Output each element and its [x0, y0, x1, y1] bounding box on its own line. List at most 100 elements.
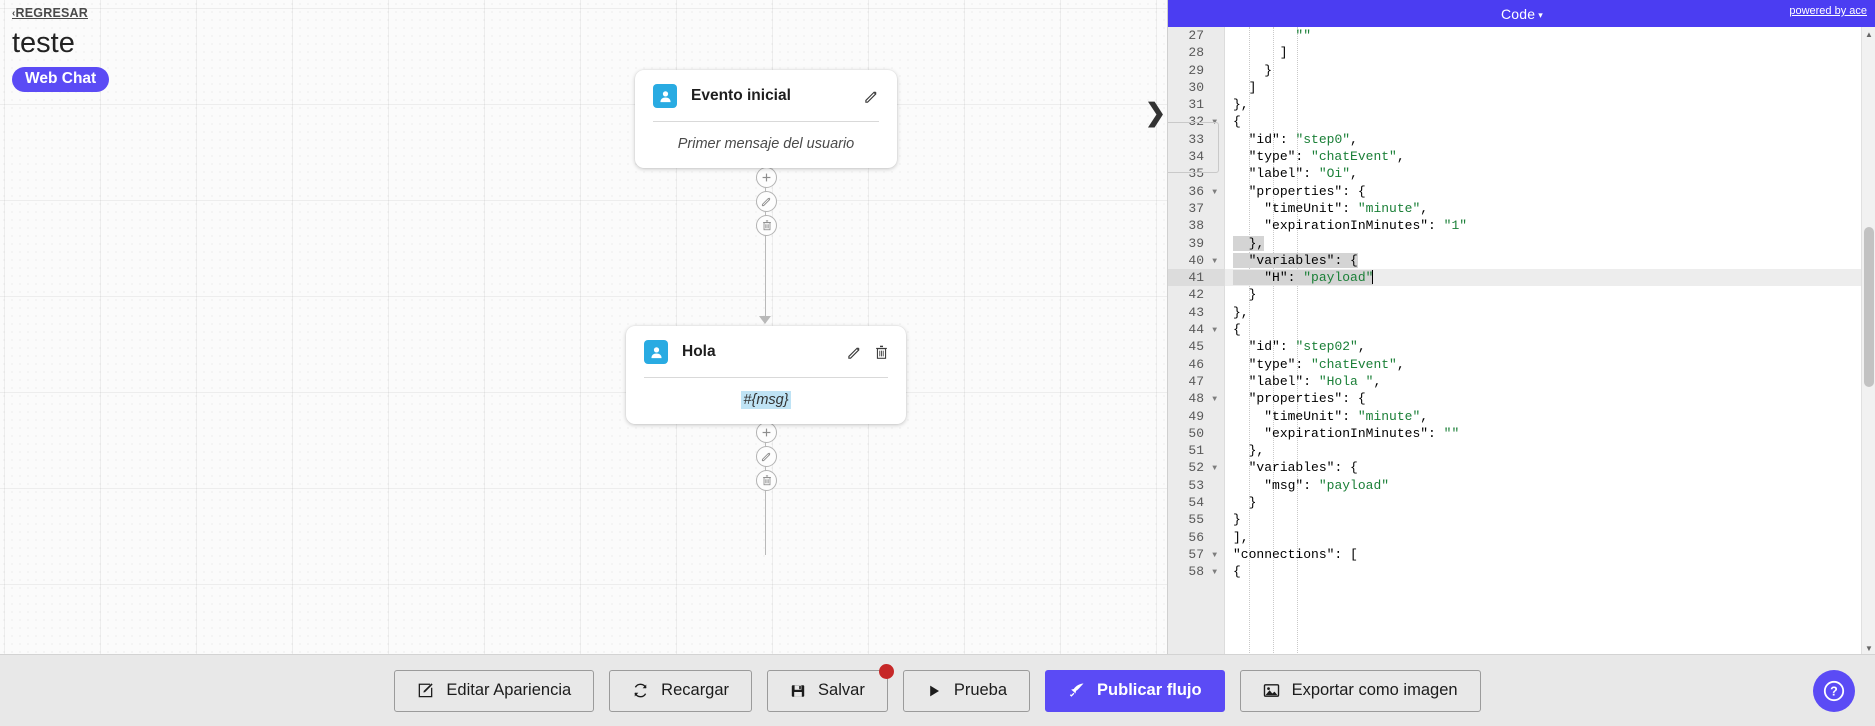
- delete-connector-button-2[interactable]: [756, 470, 777, 491]
- code-line[interactable]: "type": "chatEvent",: [1248, 149, 1405, 165]
- gutter-line-number[interactable]: 36▼: [1168, 183, 1224, 200]
- gutter-line-number[interactable]: 38: [1188, 218, 1204, 234]
- gutter-line-number[interactable]: 32▼: [1168, 113, 1224, 130]
- code-panel-title-dropdown[interactable]: Code▾: [1501, 6, 1543, 22]
- code-line[interactable]: "expirationInMinutes": "1": [1264, 218, 1468, 234]
- gutter-line-number[interactable]: 58▼: [1168, 563, 1224, 580]
- code-line[interactable]: "timeUnit": "minute",: [1264, 200, 1429, 216]
- edit-node-button[interactable]: [864, 89, 879, 104]
- editar-apariencia-button[interactable]: Editar Apariencia: [394, 669, 595, 712]
- fold-caret-icon[interactable]: ▼: [1212, 256, 1217, 266]
- gutter-line-number[interactable]: 56: [1188, 529, 1204, 545]
- prueba-button[interactable]: Prueba: [902, 669, 1031, 712]
- gutter-line-number[interactable]: 37: [1188, 200, 1204, 216]
- flow-node-hola[interactable]: Hola: [626, 326, 906, 424]
- code-line[interactable]: "expirationInMinutes": "": [1264, 425, 1460, 441]
- code-line[interactable]: {: [1233, 114, 1241, 130]
- gutter-line-number[interactable]: 43: [1188, 304, 1204, 320]
- gutter-line-number[interactable]: 41: [1168, 269, 1224, 287]
- gutter-line-number[interactable]: 47: [1188, 373, 1204, 389]
- code-line[interactable]: "id": "step02",: [1248, 339, 1366, 355]
- fold-caret-icon[interactable]: ▼: [1212, 187, 1217, 197]
- code-line[interactable]: "msg": "payload": [1264, 477, 1390, 493]
- editor-scrollbar[interactable]: ▲ ▼: [1861, 27, 1875, 655]
- gutter-line-number[interactable]: 40▼: [1168, 252, 1224, 269]
- gutter-line-number[interactable]: 39: [1188, 235, 1204, 251]
- code-line[interactable]: "type": "chatEvent",: [1248, 356, 1405, 372]
- help-button[interactable]: ?: [1813, 670, 1855, 712]
- code-line[interactable]: {: [1233, 322, 1241, 338]
- code-line[interactable]: "properties": {: [1248, 391, 1366, 407]
- gutter-line-number[interactable]: 57▼: [1168, 546, 1224, 563]
- gutter-line-number[interactable]: 46: [1188, 356, 1204, 372]
- code-line[interactable]: "id": "step0",: [1248, 131, 1358, 147]
- gutter-line-number[interactable]: 53: [1188, 477, 1204, 493]
- code-line[interactable]: "label": "Oi",: [1248, 166, 1358, 182]
- back-link[interactable]: ‹REGRESAR: [12, 6, 88, 20]
- gutter-line-number[interactable]: 50: [1188, 425, 1204, 441]
- connector-actions-2[interactable]: [756, 422, 777, 491]
- gutter-line-number[interactable]: 55: [1188, 512, 1204, 528]
- scroll-up-arrow-icon[interactable]: ▲: [1862, 27, 1875, 41]
- gutter-line-number[interactable]: 42: [1188, 287, 1204, 303]
- scrollbar-thumb[interactable]: [1864, 227, 1874, 387]
- fold-caret-icon[interactable]: ▼: [1212, 326, 1217, 336]
- salvar-button[interactable]: Salvar: [767, 663, 894, 712]
- code-line[interactable]: }: [1233, 495, 1257, 511]
- fold-toggle-arrow-icon[interactable]: ❯: [1145, 99, 1166, 127]
- exportar-como-imagen-button[interactable]: Exportar como imagen: [1239, 669, 1481, 712]
- gutter-line-number[interactable]: 29: [1188, 62, 1204, 78]
- gutter-line-number[interactable]: 31: [1188, 97, 1204, 113]
- editor-code-area[interactable]: "" ] } ]},{ "id": "step0", "type": "chat…: [1225, 27, 1862, 655]
- gutter-line-number[interactable]: 45: [1188, 339, 1204, 355]
- edit-connector-button-1[interactable]: [756, 191, 777, 212]
- edit-node-button[interactable]: [847, 345, 862, 360]
- code-line[interactable]: ]: [1233, 79, 1257, 95]
- delete-connector-button-1[interactable]: [756, 215, 777, 236]
- gutter-line-number[interactable]: 54: [1188, 495, 1204, 511]
- fold-caret-icon[interactable]: ▼: [1212, 550, 1217, 560]
- code-line[interactable]: "H": "payload": [1225, 269, 1862, 287]
- publicar-flujo-button[interactable]: Publicar flujo: [1045, 669, 1225, 712]
- code-line[interactable]: }: [1233, 62, 1273, 78]
- code-line[interactable]: "": [1295, 28, 1312, 43]
- gutter-line-number[interactable]: 30: [1188, 79, 1204, 95]
- gutter-line-number[interactable]: 44▼: [1168, 321, 1224, 338]
- scroll-down-arrow-icon[interactable]: ▼: [1862, 641, 1875, 655]
- add-node-button-2[interactable]: [756, 422, 777, 443]
- code-line[interactable]: "label": "Hola ",: [1248, 373, 1382, 389]
- fold-caret-icon[interactable]: ▼: [1212, 568, 1217, 578]
- delete-node-button[interactable]: [875, 345, 888, 360]
- code-line[interactable]: },: [1233, 235, 1265, 251]
- recargar-button[interactable]: Recargar: [609, 669, 753, 712]
- code-line[interactable]: }: [1233, 287, 1257, 303]
- powered-by-link[interactable]: powered by ace: [1789, 5, 1867, 17]
- code-line[interactable]: ],: [1233, 529, 1249, 545]
- code-line[interactable]: },: [1233, 304, 1249, 320]
- connector-actions-1[interactable]: [756, 167, 777, 236]
- code-line[interactable]: "properties": {: [1248, 183, 1366, 199]
- edit-connector-button-2[interactable]: [756, 446, 777, 467]
- gutter-line-number[interactable]: 28: [1188, 45, 1204, 61]
- gutter-line-number[interactable]: 51: [1188, 443, 1204, 459]
- code-line[interactable]: {: [1233, 564, 1241, 580]
- fold-caret-icon[interactable]: ▼: [1212, 118, 1217, 128]
- code-line[interactable]: }: [1233, 512, 1241, 528]
- gutter-line-number[interactable]: 34: [1188, 149, 1204, 165]
- flow-node-evento-inicial[interactable]: Evento inicial Primer mensaje del usuari…: [635, 70, 897, 168]
- flow-canvas[interactable]: ‹REGRESAR teste Web Chat: [0, 0, 1167, 655]
- code-line[interactable]: },: [1233, 443, 1265, 459]
- add-node-button-1[interactable]: [756, 167, 777, 188]
- gutter-line-number[interactable]: 49: [1188, 408, 1204, 424]
- code-line[interactable]: "timeUnit": "minute",: [1264, 408, 1429, 424]
- gutter-line-number[interactable]: 27: [1188, 28, 1204, 43]
- gutter-line-number[interactable]: 52▼: [1168, 459, 1224, 476]
- code-line[interactable]: "variables": {: [1225, 252, 1862, 269]
- code-line[interactable]: ]: [1233, 45, 1288, 61]
- code-line[interactable]: },: [1233, 97, 1249, 113]
- code-line[interactable]: "variables": {: [1248, 460, 1358, 476]
- fold-caret-icon[interactable]: ▼: [1212, 395, 1217, 405]
- gutter-line-number[interactable]: 33: [1188, 131, 1204, 147]
